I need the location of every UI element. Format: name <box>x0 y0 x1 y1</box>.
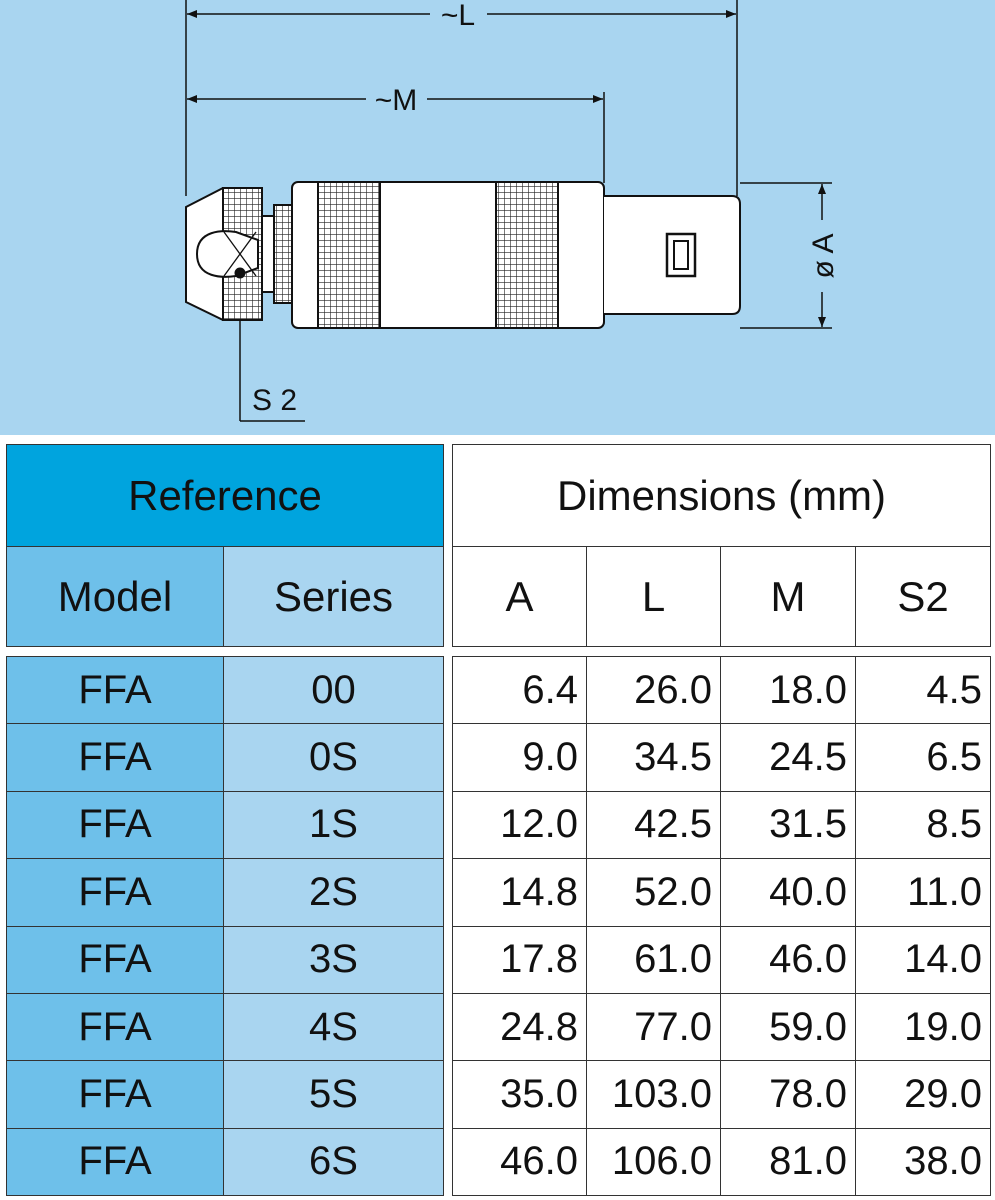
cell-M: 78.0 <box>720 1060 856 1129</box>
table-row: FFA 6S <box>6 1127 444 1197</box>
cell-A: 12.0 <box>452 790 587 860</box>
cell-A: 17.8 <box>452 925 587 994</box>
column-header-L: L <box>586 546 721 647</box>
column-header-series: Series <box>223 546 444 647</box>
cell-L: 103.0 <box>586 1060 721 1129</box>
cell-model: FFA <box>6 1127 224 1197</box>
connector-body <box>185 181 741 329</box>
cell-S2: 11.0 <box>855 858 991 927</box>
dimension-A: ø A <box>807 184 840 327</box>
cell-series: 2S <box>223 858 444 927</box>
table-row: 9.0 34.5 24.5 6.5 <box>452 723 991 792</box>
cell-L: 106.0 <box>586 1127 721 1197</box>
table-row: 12.0 42.5 31.5 8.5 <box>452 790 991 860</box>
cell-A: 9.0 <box>452 723 587 792</box>
cell-A: 46.0 <box>452 1127 587 1197</box>
cell-M: 59.0 <box>720 992 856 1062</box>
cell-M: 40.0 <box>720 858 856 927</box>
cell-model: FFA <box>6 790 224 860</box>
cell-A: 35.0 <box>452 1060 587 1129</box>
cell-L: 52.0 <box>586 858 721 927</box>
cell-A: 6.4 <box>452 655 587 725</box>
reference-title: Reference <box>6 444 444 547</box>
table-row: FFA 0S <box>6 723 444 792</box>
table-row: FFA 00 <box>6 655 444 725</box>
cell-S2: 19.0 <box>855 992 991 1062</box>
label-L: ~L <box>441 0 475 32</box>
column-header-S2: S2 <box>854 546 992 647</box>
cell-model: FFA <box>6 655 224 725</box>
dimensions-header-table: Dimensions (mm) A L M S2 <box>451 444 992 647</box>
cell-M: 24.5 <box>720 723 856 792</box>
table-row: FFA 2S <box>6 858 444 927</box>
dimension-S2: S 2 <box>239 320 305 422</box>
cell-M: 81.0 <box>720 1127 856 1197</box>
cell-L: 77.0 <box>586 992 721 1062</box>
table-row: FFA 1S <box>6 790 444 860</box>
cell-S2: 8.5 <box>855 790 991 860</box>
table-row: FFA 3S <box>6 925 444 994</box>
cell-model: FFA <box>6 723 224 792</box>
cell-series: 3S <box>223 925 444 994</box>
dimensions-title: Dimensions (mm) <box>451 444 992 547</box>
cell-M: 46.0 <box>720 925 856 994</box>
cell-model: FFA <box>6 992 224 1062</box>
table-row: FFA 5S <box>6 1060 444 1129</box>
dimension-L: ~L <box>187 0 736 32</box>
connector-drawing: ~L ~M ø A <box>185 0 840 422</box>
label-M: ~M <box>375 84 418 117</box>
cell-S2: 29.0 <box>855 1060 991 1129</box>
cell-A: 14.8 <box>452 858 587 927</box>
cell-model: FFA <box>6 1060 224 1129</box>
reference-header-table: Reference Model Series <box>6 444 444 647</box>
table-row: 14.8 52.0 40.0 11.0 <box>452 858 991 927</box>
cell-S2: 38.0 <box>855 1127 991 1197</box>
dimensions-body-table: 6.4 26.0 18.0 4.5 9.0 34.5 24.5 6.5 12.0… <box>452 655 991 1197</box>
table-row: 35.0 103.0 78.0 29.0 <box>452 1060 991 1129</box>
column-header-model: Model <box>6 546 224 647</box>
table-row: 24.8 77.0 59.0 19.0 <box>452 992 991 1062</box>
cell-model: FFA <box>6 858 224 927</box>
column-header-A: A <box>452 546 587 647</box>
connector-drawing-panel: ~L ~M ø A <box>0 0 995 435</box>
label-A: ø A <box>807 233 840 278</box>
table-row: 6.4 26.0 18.0 4.5 <box>452 655 991 725</box>
cell-series: 1S <box>223 790 444 860</box>
table-row: 17.8 61.0 46.0 14.0 <box>452 925 991 994</box>
table-row: 46.0 106.0 81.0 38.0 <box>452 1127 991 1197</box>
cell-M: 18.0 <box>720 655 856 725</box>
column-header-M: M <box>720 546 856 647</box>
cell-L: 26.0 <box>586 655 721 725</box>
cell-L: 42.5 <box>586 790 721 860</box>
dimension-M: ~M <box>187 84 603 117</box>
cell-series: 0S <box>223 723 444 792</box>
cell-L: 34.5 <box>586 723 721 792</box>
cell-model: FFA <box>6 925 224 994</box>
cell-M: 31.5 <box>720 790 856 860</box>
cell-series: 4S <box>223 992 444 1062</box>
table-row: FFA 4S <box>6 992 444 1062</box>
cell-S2: 6.5 <box>855 723 991 792</box>
cell-A: 24.8 <box>452 992 587 1062</box>
cell-series: 00 <box>223 655 444 725</box>
extension-lines <box>185 0 832 329</box>
cell-series: 5S <box>223 1060 444 1129</box>
cell-L: 61.0 <box>586 925 721 994</box>
cell-S2: 14.0 <box>855 925 991 994</box>
label-S2: S 2 <box>252 384 297 417</box>
cell-series: 6S <box>223 1127 444 1197</box>
cell-S2: 4.5 <box>855 655 991 725</box>
reference-body-table: FFA 00 FFA 0S FFA 1S FFA 2S FFA 3S FFA 4… <box>6 655 444 1197</box>
